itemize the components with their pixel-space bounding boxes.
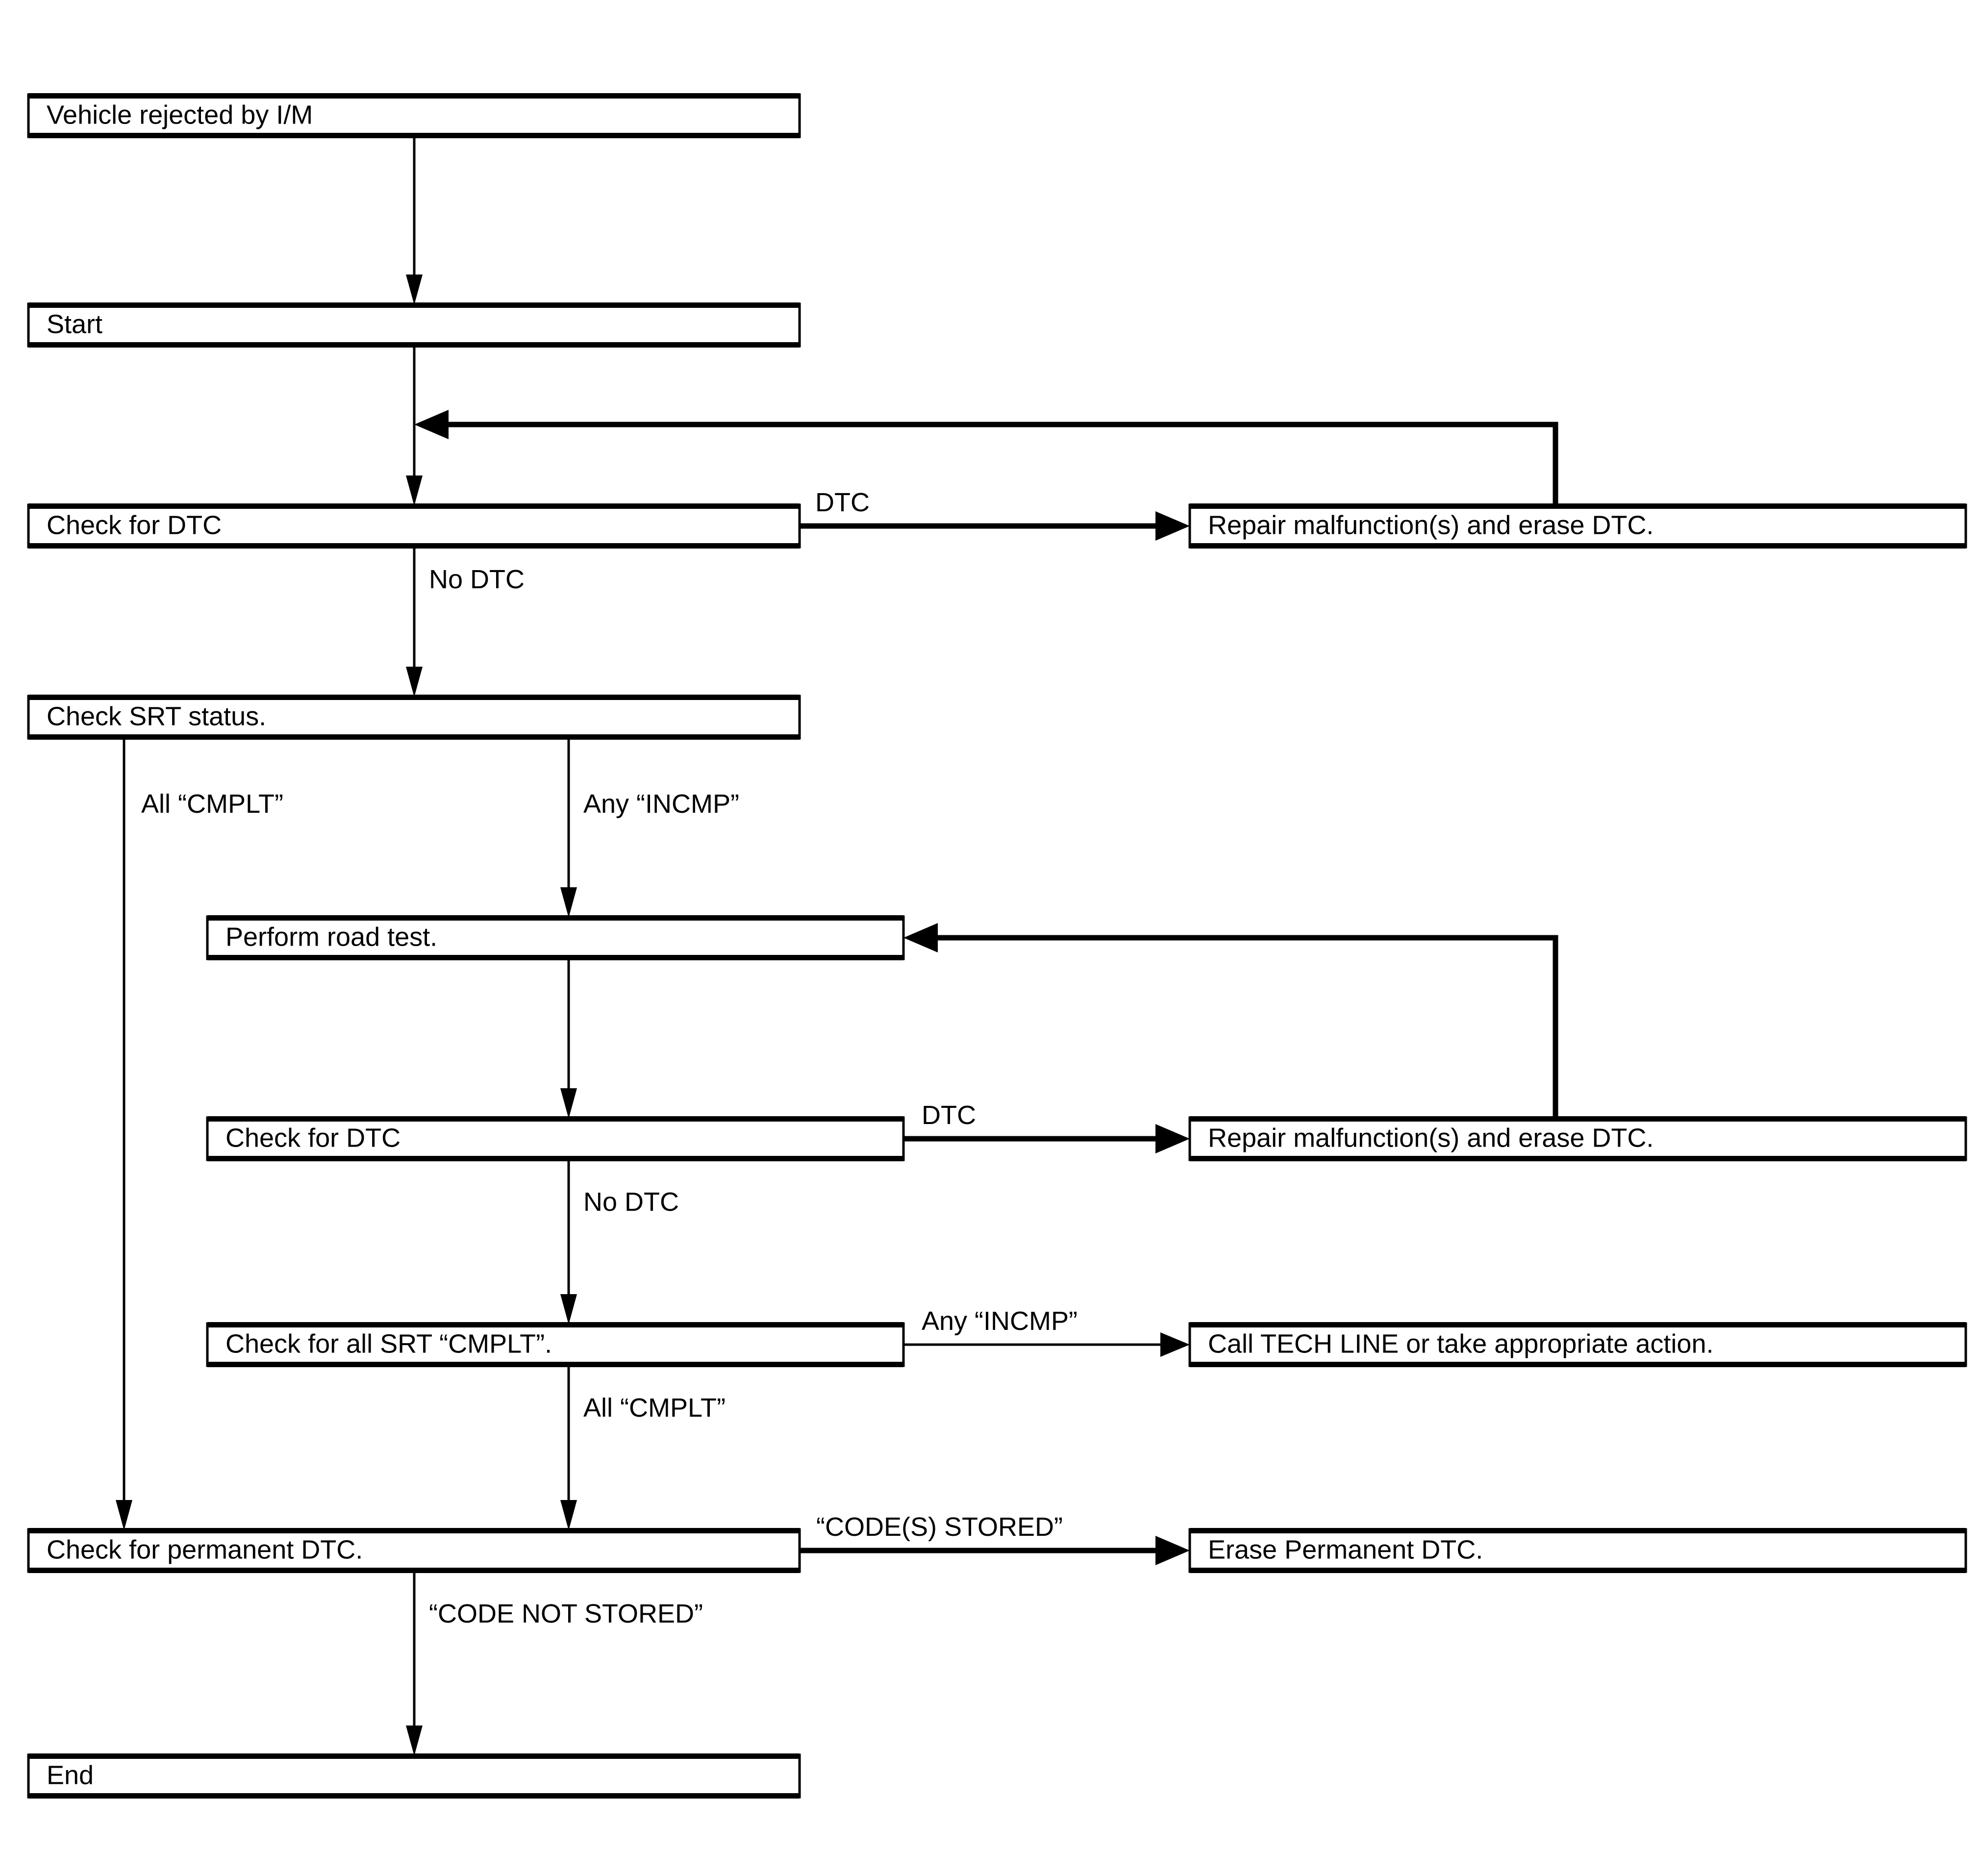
node-label-start: Start xyxy=(47,309,102,339)
node-label-check-permanent-dtc: Check for permanent DTC. xyxy=(47,1535,363,1564)
node-repair-2[interactable]: Repair malfunction(s) and erase DTC. xyxy=(1188,1116,1967,1161)
edge-label-all-cmplt-2: All “CMPLT” xyxy=(583,1393,726,1423)
node-label-repair-2: Repair malfunction(s) and erase DTC. xyxy=(1208,1123,1654,1152)
node-vehicle-rejected[interactable]: Vehicle rejected by I/M xyxy=(27,93,801,138)
edge-check-permanent-dtc-to-end xyxy=(406,1572,423,1756)
edge-check-permanent-dtc-to-erase-permanent-dtc xyxy=(800,1536,1190,1565)
edge-check-srt-status-to-perform-road-test xyxy=(560,738,577,918)
node-call-tech-line[interactable]: Call TECH LINE or take appropriate actio… xyxy=(1188,1322,1967,1367)
node-label-erase-permanent-dtc: Erase Permanent DTC. xyxy=(1208,1535,1483,1564)
edge-start-to-check-dtc-1 xyxy=(406,346,423,506)
edge-label-any-incmp-2: Any “INCMP” xyxy=(922,1306,1078,1336)
node-label-check-dtc-2: Check for DTC xyxy=(226,1123,401,1152)
edge-repair-2-feedback-to-perform-road-test xyxy=(903,923,1558,1118)
edge-check-all-srt-cmplt-to-check-permanent-dtc xyxy=(560,1366,577,1530)
edge-label-dtc-1: DTC xyxy=(815,488,870,517)
node-erase-permanent-dtc[interactable]: Erase Permanent DTC. xyxy=(1188,1528,1967,1573)
node-perform-road-test[interactable]: Perform road test. xyxy=(206,915,905,960)
edge-check-dtc-1-to-repair-1 xyxy=(800,511,1190,541)
node-start[interactable]: Start xyxy=(27,302,801,348)
node-label-end: End xyxy=(47,1760,94,1790)
edge-label-code-not-stored: “CODE NOT STORED” xyxy=(429,1599,703,1628)
node-check-all-srt-cmplt[interactable]: Check for all SRT “CMPLT”. xyxy=(206,1322,905,1367)
edge-label-no-dtc-2: No DTC xyxy=(583,1187,679,1217)
edge-label-all-cmplt-1: All “CMPLT” xyxy=(141,789,283,819)
edge-label-codes-stored: “CODE(S) STORED” xyxy=(816,1512,1063,1542)
edge-label-dtc-2: DTC xyxy=(922,1101,976,1130)
edge-vehicle-rejected-to-start xyxy=(406,137,423,305)
node-check-srt-status[interactable]: Check SRT status. xyxy=(27,695,801,740)
node-end[interactable]: End xyxy=(27,1753,801,1799)
edge-check-dtc-2-to-check-all-srt-cmplt xyxy=(560,1160,577,1325)
edge-check-dtc-2-to-repair-2 xyxy=(903,1124,1190,1153)
node-check-dtc-2[interactable]: Check for DTC xyxy=(206,1116,905,1161)
edge-repair-1-feedback-to-check-dtc-1 xyxy=(414,410,1558,505)
node-label-check-dtc-1: Check for DTC xyxy=(47,510,222,540)
edge-label-any-incmp-1: Any “INCMP” xyxy=(583,789,739,819)
node-label-perform-road-test: Perform road test. xyxy=(226,922,437,951)
node-label-check-all-srt-cmplt: Check for all SRT “CMPLT”. xyxy=(226,1329,552,1358)
edge-check-dtc-1-to-check-srt-status xyxy=(406,547,423,697)
edge-check-all-srt-cmplt-to-call-tech-line xyxy=(903,1332,1190,1357)
node-repair-1[interactable]: Repair malfunction(s) and erase DTC. xyxy=(1188,503,1967,549)
node-check-permanent-dtc[interactable]: Check for permanent DTC. xyxy=(27,1528,801,1573)
node-label-vehicle-rejected: Vehicle rejected by I/M xyxy=(47,100,313,129)
node-check-dtc-1[interactable]: Check for DTC xyxy=(27,503,801,549)
edge-perform-road-test-to-check-dtc-2 xyxy=(560,959,577,1119)
node-label-call-tech-line: Call TECH LINE or take appropriate actio… xyxy=(1208,1329,1713,1358)
node-label-repair-1: Repair malfunction(s) and erase DTC. xyxy=(1208,510,1654,540)
edge-check-srt-status-to-check-permanent-dtc xyxy=(116,738,132,1530)
node-label-check-srt-status: Check SRT status. xyxy=(47,701,266,731)
edge-label-no-dtc-1: No DTC xyxy=(429,565,525,594)
